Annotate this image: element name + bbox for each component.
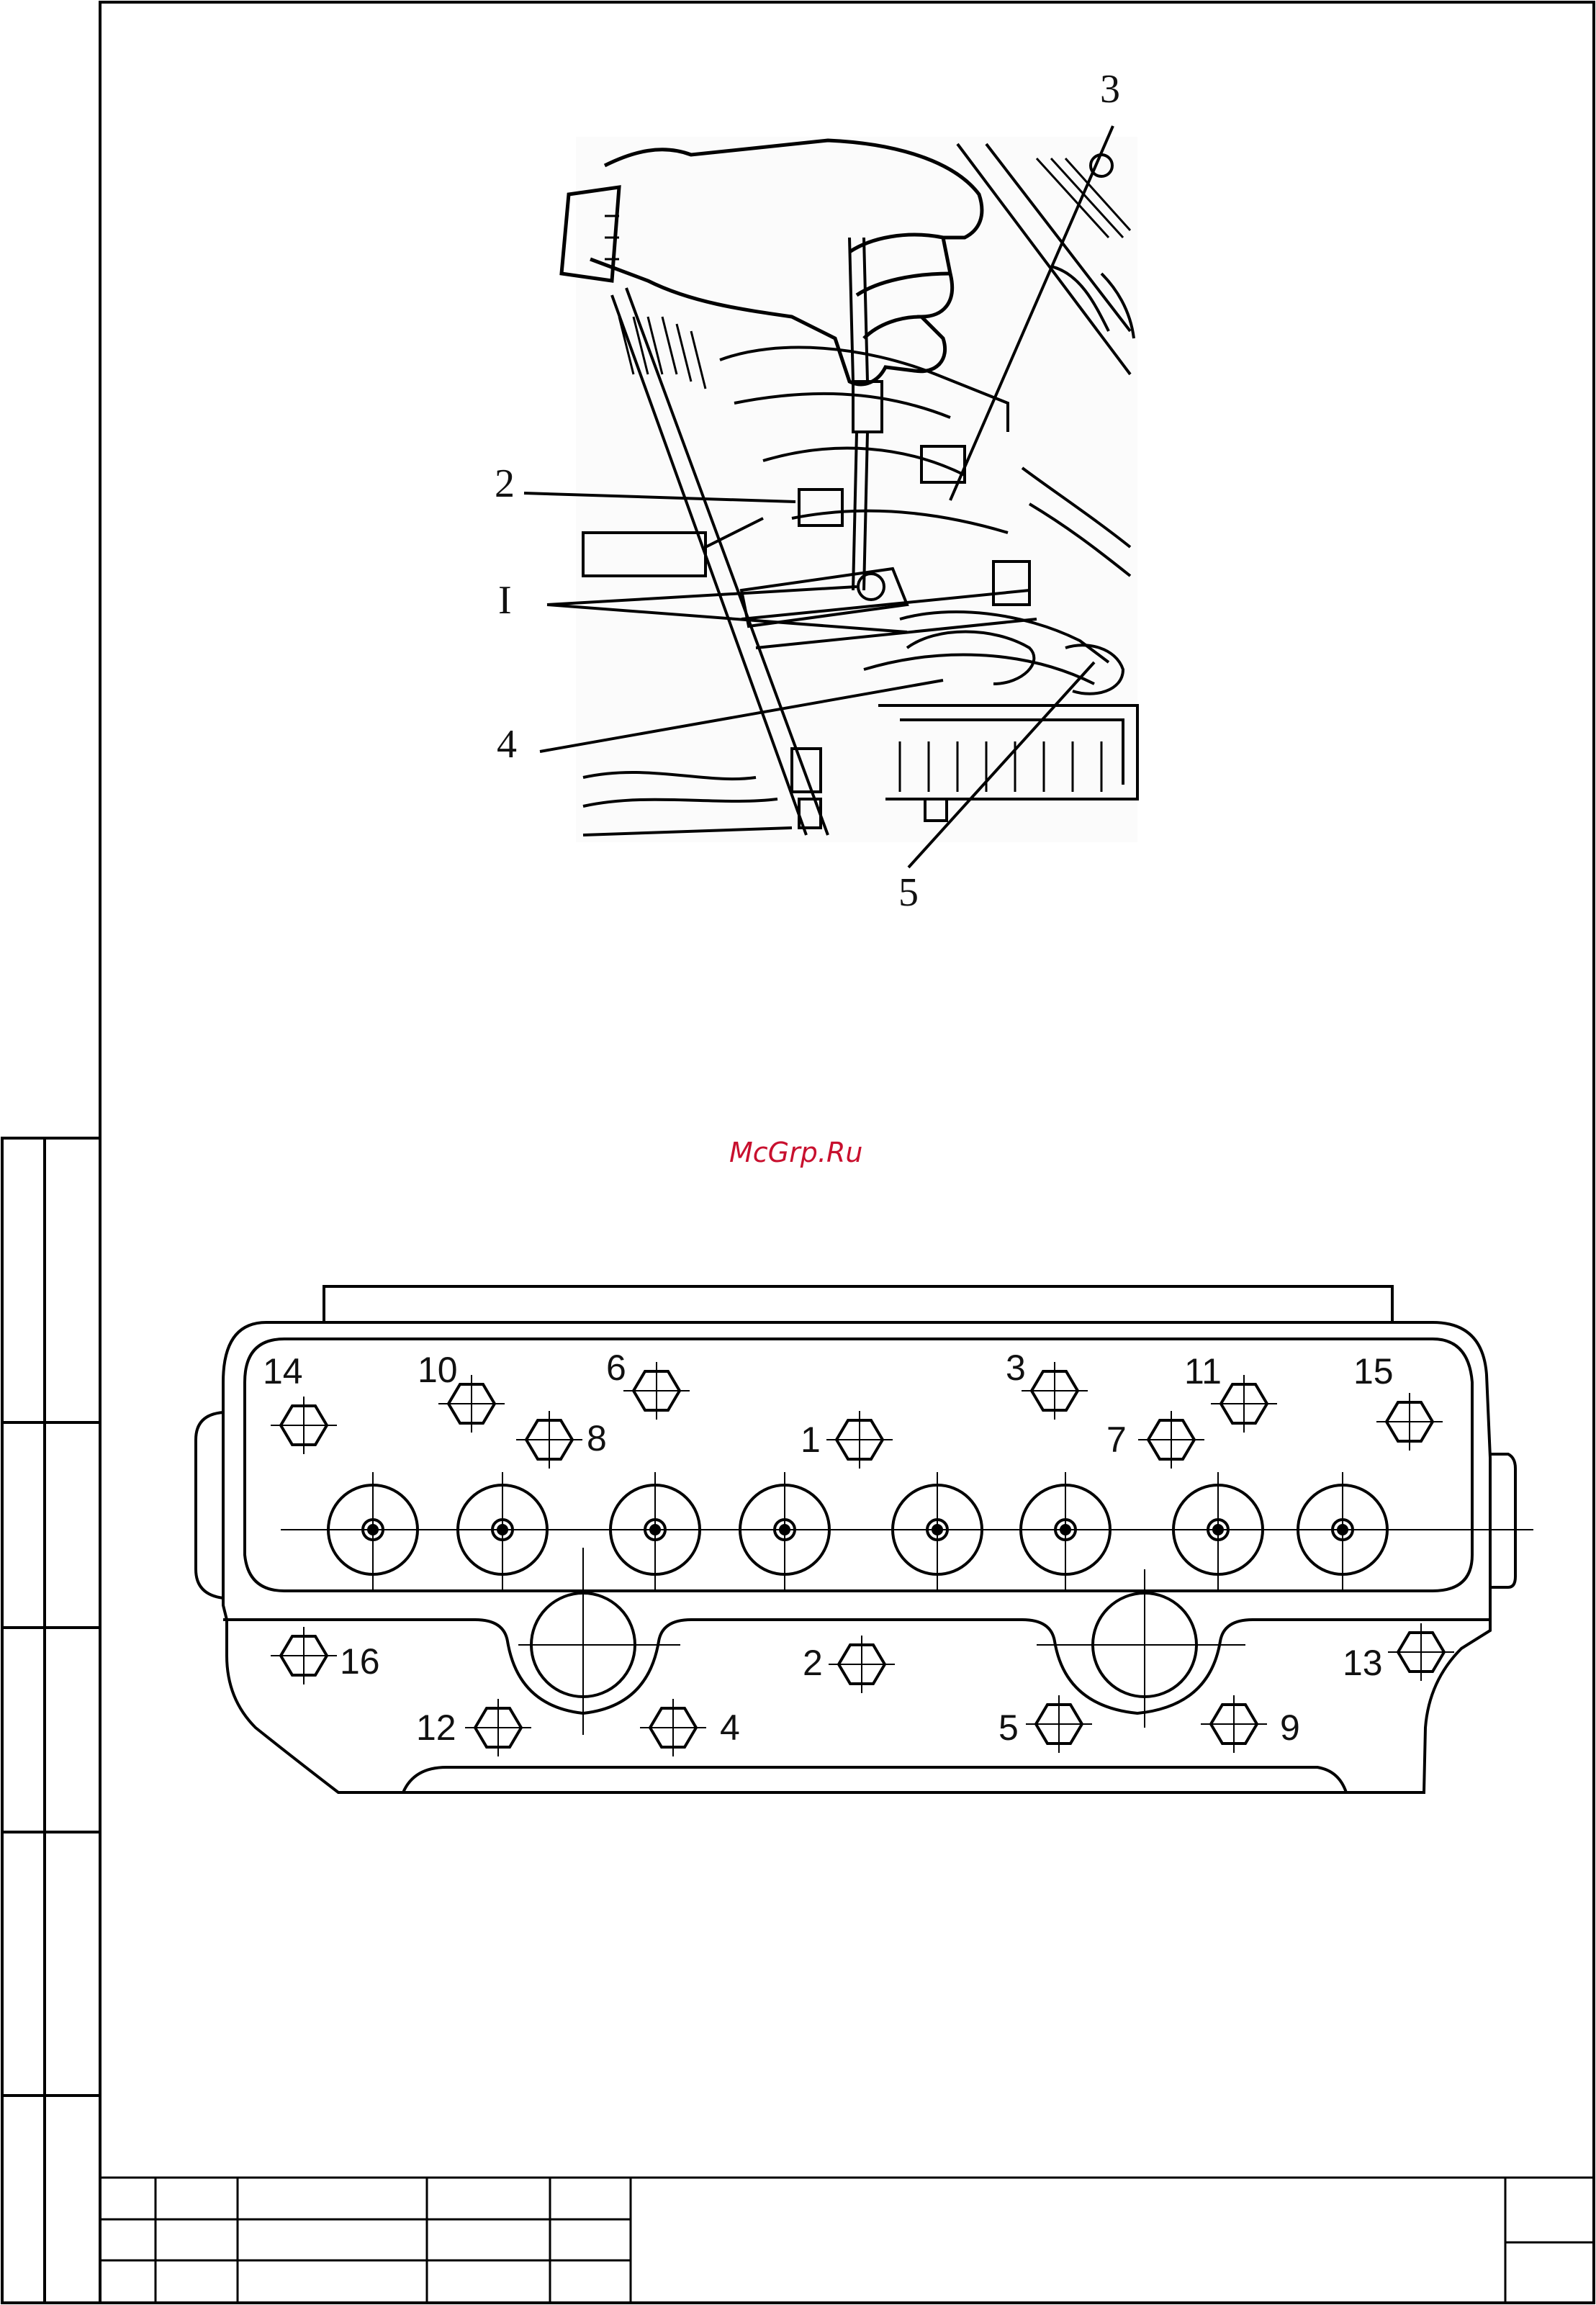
callout-3: 3 — [1100, 67, 1120, 112]
callout-5: 5 — [898, 870, 919, 915]
bolt-3 — [1022, 1362, 1088, 1420]
bolt-12 — [465, 1699, 531, 1756]
bolt-label-5: 5 — [998, 1708, 1019, 1748]
bolt-label-14: 14 — [263, 1351, 303, 1391]
bolt-label-2: 2 — [803, 1643, 823, 1683]
bolt-label-16: 16 — [340, 1641, 380, 1682]
bolt-label-11: 11 — [1184, 1351, 1222, 1391]
cylinder-head-diagram: 14 10 6 3 11 15 8 1 7 16 2 13 12 4 5 9 — [196, 1286, 1533, 1792]
bolt-14 — [271, 1397, 337, 1454]
bolt-label-9: 9 — [1280, 1708, 1300, 1748]
bolt-5 — [1026, 1695, 1092, 1753]
bolt-label-15: 15 — [1353, 1351, 1394, 1391]
bolt-label-4: 4 — [720, 1708, 740, 1748]
bolt-label-6: 6 — [606, 1348, 626, 1388]
centerlines — [281, 1472, 1533, 1735]
head-outline — [196, 1286, 1515, 1792]
bolt-6 — [623, 1362, 690, 1420]
bolt-8 — [516, 1411, 582, 1469]
watermark: McGrp.Ru — [729, 1137, 862, 1168]
head-bolts — [271, 1362, 1454, 1756]
valve-adjust-illustration — [562, 137, 1137, 842]
bolt-15 — [1376, 1393, 1443, 1451]
callout-2: 2 — [495, 461, 515, 506]
bolt-label-10: 10 — [418, 1350, 458, 1390]
bolt-2 — [829, 1636, 895, 1693]
callout-4: 4 — [497, 722, 517, 767]
bolt-16 — [271, 1627, 337, 1684]
bolt-label-7: 7 — [1106, 1420, 1127, 1460]
bolt-4 — [640, 1699, 706, 1756]
bolt-7 — [1138, 1411, 1204, 1469]
bolt-label-1: 1 — [801, 1420, 821, 1460]
bolt-1 — [826, 1411, 893, 1469]
title-block — [100, 2178, 1594, 2303]
bolt-label-3: 3 — [1006, 1348, 1026, 1388]
bolt-label-8: 8 — [587, 1418, 607, 1458]
callout-i: I — [498, 578, 512, 623]
bolt-label-13: 13 — [1343, 1643, 1383, 1683]
bolt-9 — [1201, 1695, 1267, 1753]
bolt-label-12: 12 — [416, 1708, 456, 1748]
